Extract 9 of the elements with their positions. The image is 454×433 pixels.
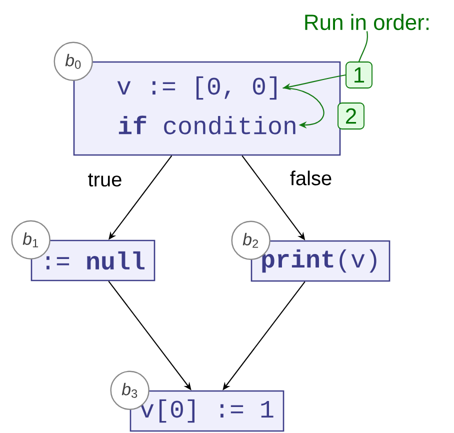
code-line: v := [0, 0] <box>117 76 276 100</box>
callout-number: 2 <box>338 102 364 130</box>
code-line: if condition <box>118 116 296 134</box>
edge-label: false <box>288 170 334 186</box>
edge-label: true <box>86 172 124 188</box>
arrow <box>282 87 324 129</box>
block-badge: b$_{0}$ <box>54 42 93 81</box>
callout-number: 1 <box>346 62 372 88</box>
note-text: Run in order: <box>305 14 429 30</box>
